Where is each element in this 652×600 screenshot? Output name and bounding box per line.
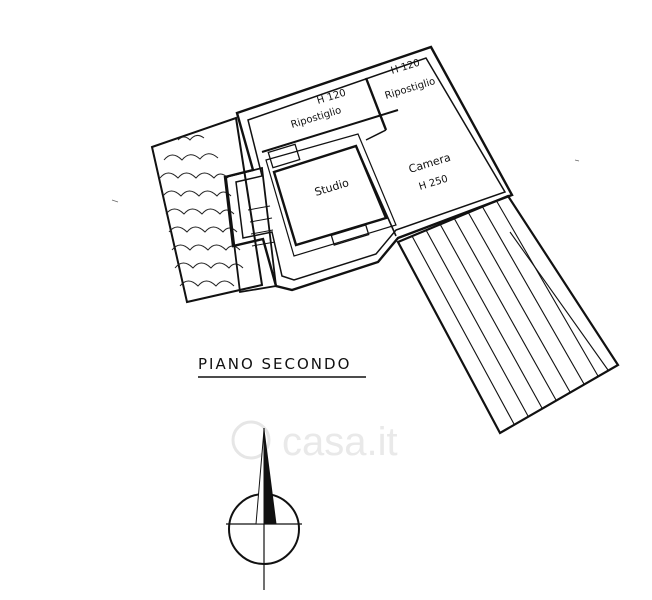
floor-title: PIANO SECONDO — [198, 355, 351, 373]
svg-text:casa.it: casa.it — [282, 420, 398, 464]
storage-left-label: Ripostiglio — [290, 105, 343, 131]
sheet-marks — [111, 159, 580, 203]
casa-it-watermark: casa.it — [231, 420, 398, 464]
wooden-deck — [396, 194, 620, 435]
bedroom-height: H 250 — [418, 174, 450, 193]
stone-terrace — [150, 116, 264, 304]
building-outline — [223, 45, 514, 294]
study-label: Studio — [313, 176, 351, 199]
north-compass-icon — [226, 428, 302, 590]
bedroom-label: Camera — [407, 151, 452, 176]
storage-right-label: Ripostiglio — [384, 76, 437, 102]
storage-left-height: H 120 — [316, 88, 348, 107]
